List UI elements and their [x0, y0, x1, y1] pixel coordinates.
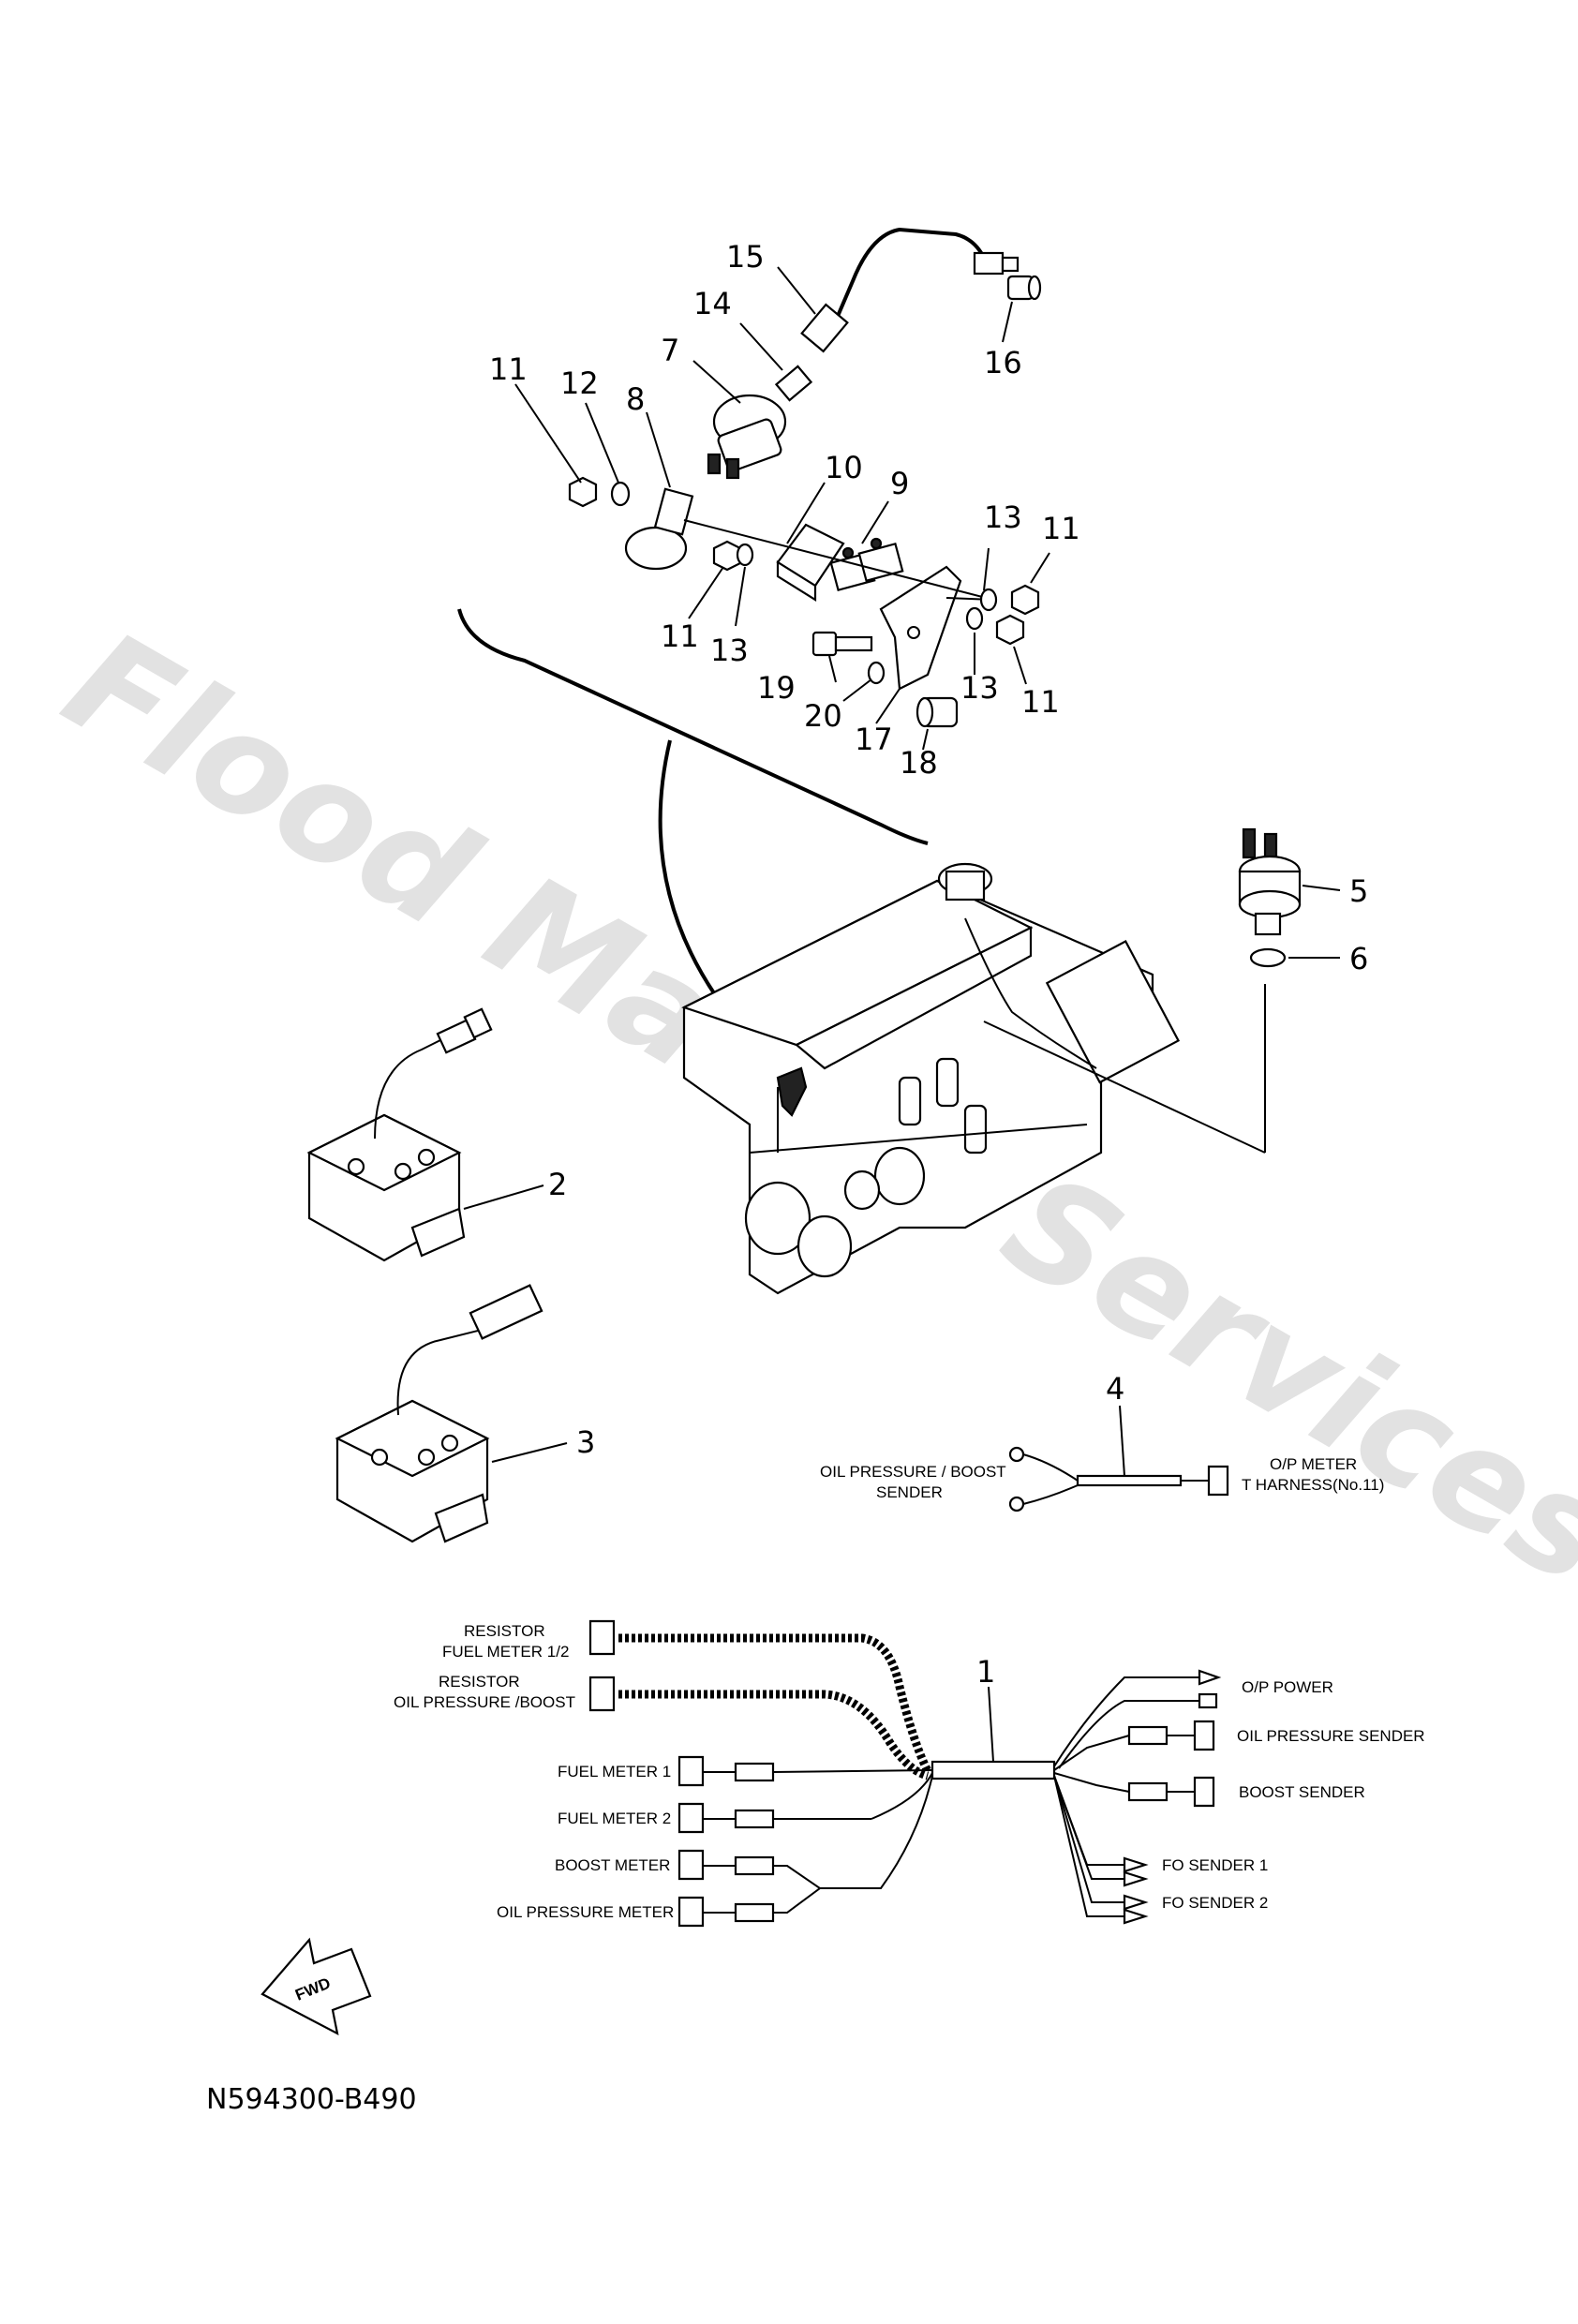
callout-18: 18 [900, 745, 938, 781]
callout-4: 4 [1106, 1371, 1124, 1407]
callout-13-mid-left: 13 [710, 633, 749, 668]
callout-14: 14 [693, 286, 732, 321]
callouts: 15 14 7 16 11 12 8 10 9 13 11 11 13 19 2… [489, 239, 1368, 1690]
callout-7: 7 [661, 333, 679, 368]
washer-12 [610, 481, 631, 507]
sender-7 [707, 394, 787, 480]
sender-5 [1238, 827, 1302, 936]
engine-block [681, 862, 1266, 1295]
bolt-19 [811, 631, 873, 657]
label-boost-sender: BOOST SENDER [1239, 1783, 1365, 1801]
callout-15: 15 [726, 239, 765, 275]
pipe-fitting-15 [800, 251, 1020, 353]
harness4-left-label-1: OIL PRESSURE / BOOST [820, 1463, 1006, 1481]
label-oil-pressure-sender: OIL PRESSURE SENDER [1237, 1727, 1425, 1745]
diagram-code: N594300-B490 [206, 2083, 417, 2116]
detail-boundary-line [457, 608, 929, 845]
label-fuel-meter-1: FUEL METER 1 [558, 1763, 671, 1780]
sender-mount-marker [776, 1066, 808, 1117]
harness-1 [588, 1619, 1222, 1928]
nut-11d [995, 614, 1025, 646]
callout-8: 8 [626, 381, 645, 417]
callout-11-top-right: 11 [1042, 511, 1080, 546]
upper-leaders [514, 266, 1050, 751]
callout-12: 12 [560, 365, 599, 401]
leader-3 [491, 1442, 568, 1463]
label-op-power: O/P POWER [1242, 1678, 1333, 1696]
nut-11c [1010, 584, 1040, 616]
label-resistor-oil-2: OIL PRESSURE /BOOST [394, 1693, 575, 1711]
callout-9: 9 [890, 466, 909, 501]
fwd-arrow-icon: FWD [261, 1937, 372, 2036]
label-resistor-oil-1: RESISTOR [439, 1673, 520, 1691]
callout-20: 20 [804, 698, 842, 734]
adapter-14 [774, 365, 813, 402]
label-oil-pressure-meter: OIL PRESSURE METER [497, 1903, 674, 1921]
meter-connectors-left [677, 1755, 933, 1928]
callout-10: 10 [825, 450, 863, 485]
callout-2: 2 [548, 1167, 567, 1202]
callout-1: 1 [976, 1654, 995, 1690]
callout-11-mid-left: 11 [661, 618, 699, 654]
callout-17: 17 [855, 722, 893, 757]
label-fuel-meter-2: FUEL METER 2 [558, 1810, 671, 1827]
harness4-left-label-2: SENDER [876, 1483, 943, 1501]
callout-13-mid-right: 13 [960, 670, 999, 706]
bracket-17 [879, 565, 962, 691]
bracket-10 [776, 523, 845, 602]
harness4-right-label-1: O/P METER [1270, 1455, 1357, 1473]
pressure-pipe [823, 227, 986, 348]
terminal-block-9 [829, 537, 904, 592]
leader-2 [463, 1184, 544, 1210]
callout-11-top-left: 11 [489, 351, 528, 387]
callout-19: 19 [757, 670, 796, 706]
callout-5: 5 [1349, 873, 1368, 909]
harness4-right-label-2: T HARNESS(No.11) [1242, 1476, 1384, 1494]
label-resistor-fuel-2: FUEL METER 1/2 [442, 1643, 569, 1661]
label-boost-meter: BOOST METER [555, 1856, 670, 1874]
gasket-6 [1249, 947, 1287, 968]
nut-11a [568, 476, 598, 508]
callout-16: 16 [984, 345, 1022, 380]
sender-connectors-right [1053, 1669, 1222, 1925]
nut-11b [712, 540, 742, 572]
callout-6: 6 [1349, 941, 1368, 976]
label-fo-sender-1: FO SENDER 1 [1162, 1856, 1268, 1874]
callout-11-mid-right: 11 [1021, 684, 1060, 720]
callout-3: 3 [576, 1424, 595, 1460]
module-3 [335, 1284, 543, 1543]
clamp-8 [624, 487, 694, 571]
label-resistor-fuel-1: RESISTOR [464, 1622, 545, 1640]
label-fo-sender-2: FO SENDER 2 [1162, 1894, 1268, 1912]
washer-13c [965, 606, 984, 631]
spacer-18 [916, 696, 959, 728]
fitting-16 [1006, 275, 1042, 301]
module-2 [306, 1007, 493, 1262]
washer-13b [979, 588, 998, 612]
washer-13a [736, 543, 754, 567]
washer-20 [867, 661, 886, 685]
callout-13-top-right: 13 [984, 499, 1022, 535]
harness-4 [1008, 1405, 1229, 1512]
